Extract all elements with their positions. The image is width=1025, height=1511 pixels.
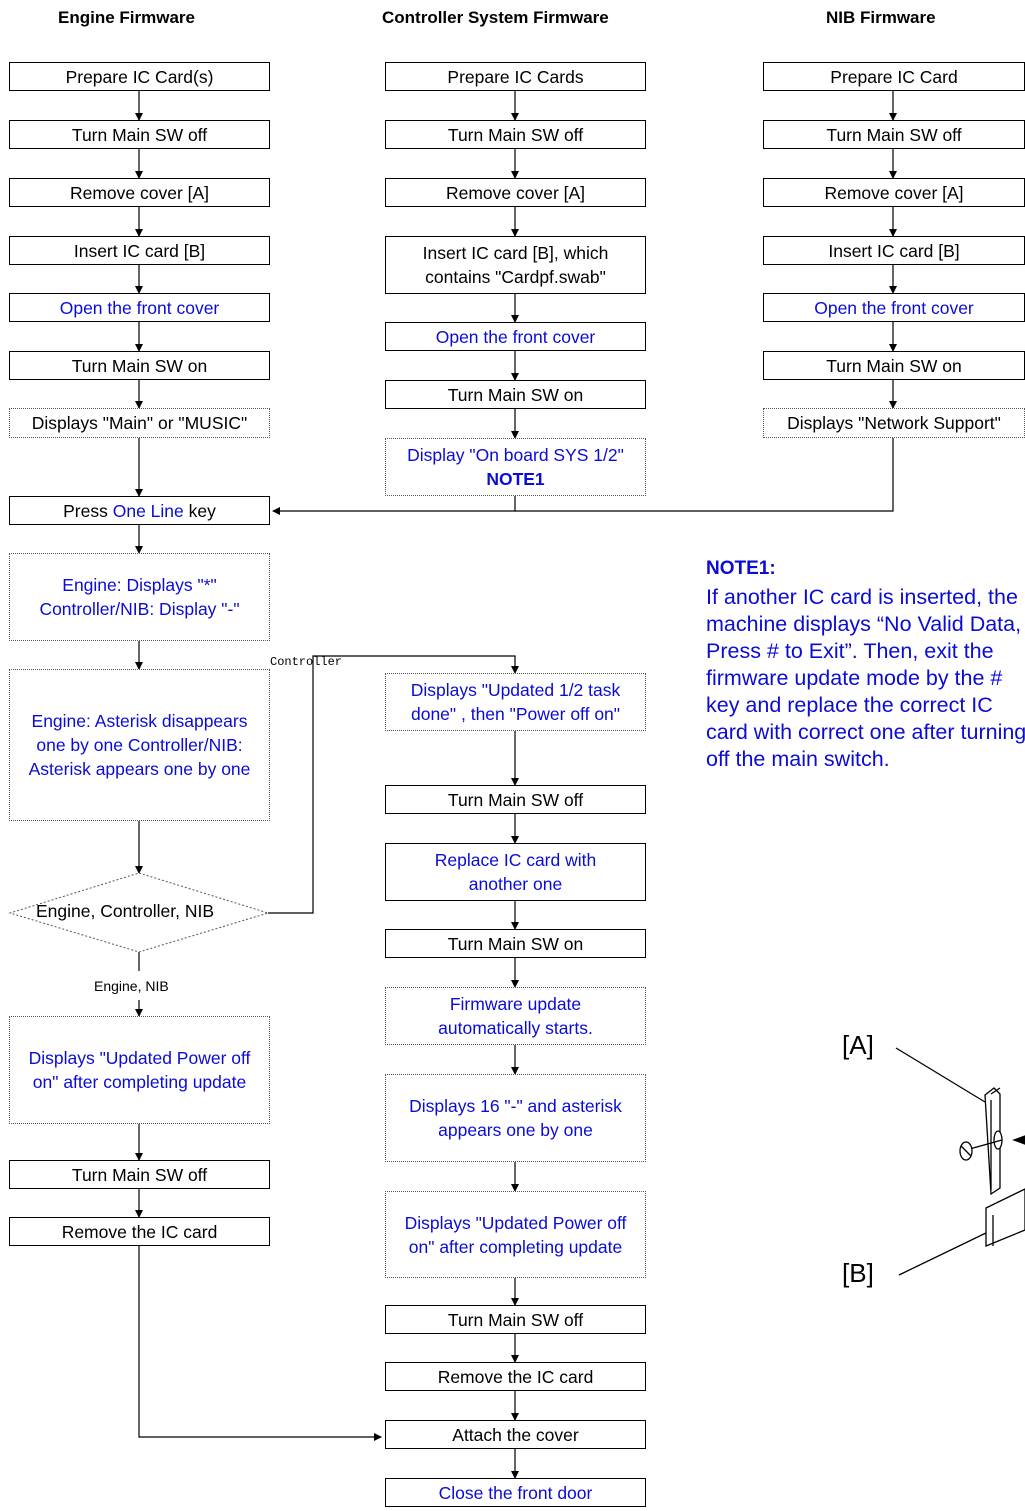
controller-replace-card-step: Replace IC card with another one — [385, 843, 646, 901]
press-prefix: Press — [63, 500, 113, 521]
close-front-door-step: Close the front door — [385, 1478, 646, 1507]
decision-diamond — [8, 872, 270, 953]
asterisk-progress-step: Engine: Asterisk disappears one by one C… — [9, 669, 270, 821]
press-suffix: key — [183, 500, 216, 521]
controller-displays16-step: Displays 16 "-" and asterisk appears one… — [385, 1074, 646, 1162]
engine-open-front-step: Open the front cover — [9, 293, 270, 322]
controller-updated-power-step: Displays "Updated Power off on" after co… — [385, 1191, 646, 1278]
nib-turn-on-step: Turn Main SW on — [763, 351, 1025, 380]
controller-insert-card-step: Insert IC card [B], which contains "Card… — [385, 236, 646, 294]
decision-label: Engine, Controller, NIB — [36, 901, 215, 921]
nib-prepare-step: Prepare IC Card — [763, 62, 1025, 91]
engine-remove-cover-step: Remove cover [A] — [9, 178, 270, 207]
controller-open-front-step: Open the front cover — [385, 322, 646, 351]
displays-asterisk-step: Engine: Displays "*" Controller/NIB: Dis… — [9, 553, 270, 641]
nib-firmware-header: NIB Firmware — [826, 8, 936, 27]
attach-cover-step: Attach the cover — [385, 1420, 646, 1449]
nib-turn-off-step: Turn Main SW off — [763, 120, 1025, 149]
note1-reference: NOTE1 — [486, 469, 545, 489]
engine-firmware-header: Engine Firmware — [58, 8, 195, 27]
controller-firmware-header: Controller System Firmware — [382, 8, 609, 27]
note1-title: NOTE1: — [706, 558, 776, 579]
controller-turn-on-step: Turn Main SW on — [385, 380, 646, 409]
controller-display-onboard-step: Display "On board SYS 1/2" NOTE1 — [385, 438, 646, 496]
displays-star-line2: Controller/NIB: Display "-" — [39, 599, 240, 619]
controller-prepare-step: Prepare IC Cards — [385, 62, 646, 91]
nib-insert-card-step: Insert IC card [B] — [763, 236, 1025, 265]
controller-auto-start-step: Firmware update automatically starts. — [385, 987, 646, 1045]
branch-engine-nib-label: Engine, NIB — [94, 978, 169, 994]
controller-remove-card-step: Remove the IC card — [385, 1362, 646, 1391]
displays-star-line1: Engine: Displays "*" — [62, 575, 217, 595]
branch-controller-label: Controller — [270, 655, 343, 669]
engine-turn-off-final-step: Turn Main SW off — [9, 1160, 270, 1189]
engine-remove-card-step: Remove the IC card — [9, 1217, 270, 1246]
nib-open-front-step: Open the front cover — [763, 293, 1025, 322]
engine-insert-card-step: Insert IC card [B] — [9, 236, 270, 265]
nib-displays-network-step: Displays "Network Support" — [763, 408, 1025, 438]
callout-a-label: [A] — [842, 1030, 874, 1060]
controller-turn-off-step: Turn Main SW off — [385, 120, 646, 149]
engine-turn-on-step: Turn Main SW on — [9, 351, 270, 380]
onboard-display-text: Display "On board SYS 1/2" — [407, 445, 624, 465]
controller-turn-off-step-2: Turn Main SW off — [385, 785, 646, 814]
controller-remove-cover-step: Remove cover [A] — [385, 178, 646, 207]
controller-turn-off-step-3: Turn Main SW off — [385, 1305, 646, 1334]
controller-turn-on-step-2: Turn Main SW on — [385, 929, 646, 958]
note1-body: If another IC card is inserted, the mach… — [706, 585, 1025, 771]
engine-turn-off-step: Turn Main SW off — [9, 120, 270, 149]
controller-updated-task-step: Displays "Updated 1/2 task done" , then … — [385, 673, 646, 731]
engine-displays-main-step: Displays "Main" or "MUSIC" — [9, 408, 270, 438]
one-line-key-label: One Line — [112, 500, 184, 521]
press-one-line-step: Press One Line key — [9, 496, 270, 525]
nib-remove-cover-step: Remove cover [A] — [763, 178, 1025, 207]
callout-b-label: [B] — [842, 1258, 874, 1288]
engine-updated-power-step: Displays "Updated Power off on" after co… — [9, 1016, 270, 1124]
engine-prepare-step: Prepare IC Card(s) — [9, 62, 270, 91]
cover-ic-card-illustration — [895, 1047, 1025, 1276]
